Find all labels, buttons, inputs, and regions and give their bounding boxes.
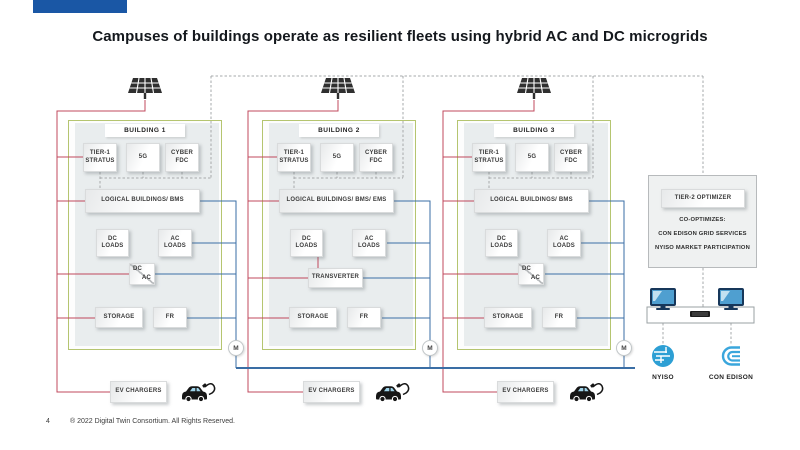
building-3-ac-bus xyxy=(545,200,625,368)
converter-ac-label: AC xyxy=(141,274,151,281)
meter-badge: M xyxy=(422,340,438,356)
storage-box: STORAGE xyxy=(289,307,337,328)
cyber-fdc-box: CYBER FDC xyxy=(165,143,199,172)
tier2-optimizer-box: TIER-2 OPTIMIZER xyxy=(661,189,745,208)
logical-buildings-box: LOGICAL BUILDINGS/ BMS/ EMS xyxy=(279,189,394,213)
converter-ac-label: AC xyxy=(530,274,540,281)
ev-car-icon xyxy=(181,382,216,403)
comm-network-lines xyxy=(99,75,732,345)
page-number: 4 xyxy=(46,418,50,425)
logical-buildings-box: LOGICAL BUILDINGS/ BMS xyxy=(85,189,200,213)
ac-loads-box: AC LOADS xyxy=(547,229,581,257)
solar-panel-icon xyxy=(127,77,163,100)
converter-dc-label: DC xyxy=(133,266,143,272)
dc-loads-box: DC LOADS xyxy=(485,229,518,257)
building-title: BUILDING 2 xyxy=(299,124,379,137)
ac-loads-box: AC LOADS xyxy=(158,229,192,257)
ev-car-icon xyxy=(375,382,410,403)
fr-box: FR xyxy=(542,307,576,328)
meter-badge: M xyxy=(616,340,632,356)
ev-chargers-box: EV CHARGERS xyxy=(497,381,554,403)
dc-ac-converter-box: DC AC xyxy=(518,263,544,285)
building-title: BUILDING 1 xyxy=(105,124,185,137)
five-g-box: 5G xyxy=(320,143,354,172)
building-2-ac-bus xyxy=(363,200,431,368)
meter-badge: M xyxy=(228,340,244,356)
optimizer-text: CO-OPTIMIZES: xyxy=(679,217,726,223)
building-1-ac-bus xyxy=(155,200,237,368)
solar-panel-icon xyxy=(516,77,552,100)
ev-chargers-box: EV CHARGERS xyxy=(110,381,167,403)
five-g-box: 5G xyxy=(126,143,160,172)
brand-bar xyxy=(33,0,127,13)
converter-diagonal xyxy=(130,264,154,284)
tier1-stratus-box: TIER-1 STRATUS xyxy=(83,143,117,172)
building-title: BUILDING 3 xyxy=(494,124,574,137)
copyright-text: ® 2022 Digital Twin Consortium. All Righ… xyxy=(70,418,235,425)
campus-comm-bus xyxy=(210,75,704,178)
tier1-stratus-box: TIER-1 STRATUS xyxy=(472,143,506,172)
transverter-box: TRANSVERTER xyxy=(308,268,363,288)
ac-loads-box: AC LOADS xyxy=(352,229,386,257)
cyber-fdc-box: CYBER FDC xyxy=(554,143,588,172)
solar-panel-icon xyxy=(320,77,356,100)
keyboard-icon xyxy=(690,311,710,317)
five-g-box: 5G xyxy=(515,143,549,172)
tier2-optimizer-panel: TIER-2 OPTIMIZER CO-OPTIMIZES: CON EDISO… xyxy=(648,175,757,268)
building-2-dc-bus xyxy=(247,100,339,393)
optimizer-text: CON EDISON GRID SERVICES xyxy=(658,231,747,237)
optimizer-text: NYISO MARKET PARTICIPATION xyxy=(654,245,751,251)
ev-chargers-box: EV CHARGERS xyxy=(303,381,360,403)
storage-box: STORAGE xyxy=(95,307,143,328)
fr-box: FR xyxy=(347,307,381,328)
nyiso-logo-icon xyxy=(652,345,674,367)
dc-ac-converter-box: DC AC xyxy=(129,263,155,285)
building-3-dc-bus xyxy=(442,100,535,393)
building-1-dc-bus xyxy=(56,100,146,393)
building-3-group: BUILDING 3 TIER-1 STRATUS 5G CYBER FDC L… xyxy=(457,120,611,350)
dc-loads-box: DC LOADS xyxy=(290,229,323,257)
storage-box: STORAGE xyxy=(484,307,532,328)
logical-buildings-box: LOGICAL BUILDINGS/ BMS xyxy=(474,189,589,213)
converter-diagonal xyxy=(519,264,543,284)
tier1-stratus-box: TIER-1 STRATUS xyxy=(277,143,311,172)
page-title: Campuses of buildings operate as resilie… xyxy=(92,28,708,45)
fr-box: FR xyxy=(153,307,187,328)
building-2-group: BUILDING 2 TIER-1 STRATUS 5G CYBER FDC L… xyxy=(262,120,416,350)
ac-bus-lines xyxy=(155,200,635,370)
optimizer-comm-lines xyxy=(662,268,732,345)
dc-loads-box: DC LOADS xyxy=(96,229,129,257)
building-1-group: BUILDING 1 TIER-1 STRATUS 5G CYBER FDC L… xyxy=(68,120,222,350)
dc-bus-lines xyxy=(56,100,535,393)
converter-dc-label: DC xyxy=(522,266,532,272)
ev-car-icon xyxy=(569,382,604,403)
con-edison-label: CON EDISON xyxy=(708,374,754,381)
con-edison-logo-icon xyxy=(721,346,740,366)
nyiso-label: NYISO xyxy=(652,374,674,381)
cyber-fdc-box: CYBER FDC xyxy=(359,143,393,172)
